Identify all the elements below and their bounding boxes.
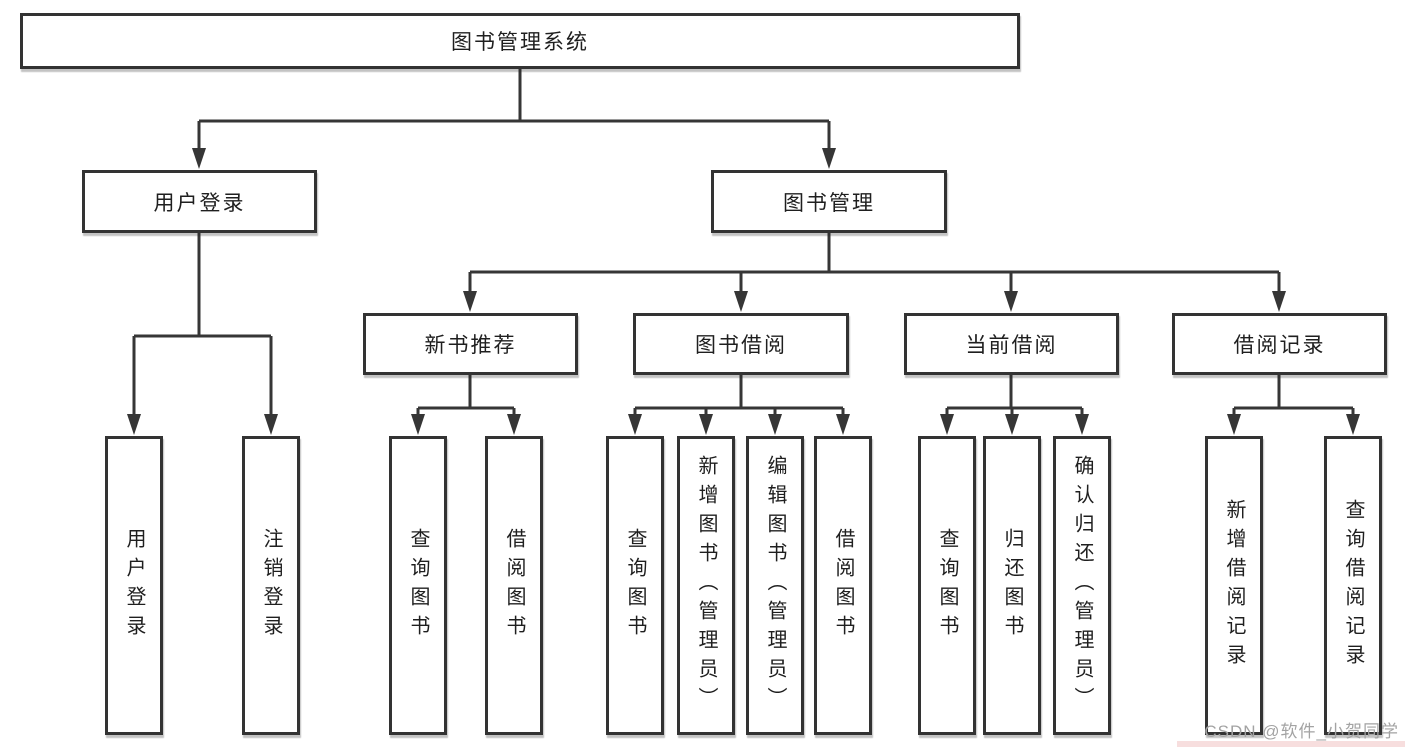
node-new-book-recommendation: 新书推荐 xyxy=(363,313,578,375)
leaf-borrow-books-borrowing: 借阅图书 xyxy=(814,436,872,735)
node-book-management: 图书管理 xyxy=(711,170,947,233)
leaf-label: 用户登录 xyxy=(123,527,145,644)
leaf-label: 借阅图书 xyxy=(503,527,525,644)
arrowhead-icon xyxy=(1227,414,1241,435)
connector-book-borrowing-children xyxy=(633,375,845,416)
node-book-borrowing: 图书借阅 xyxy=(633,313,849,375)
leaf-label: 编辑图书（管理员） xyxy=(764,455,786,716)
arrowhead-icon xyxy=(768,414,782,435)
arrowhead-icon xyxy=(1005,414,1019,435)
leaf-label: 查询图书 xyxy=(407,527,429,644)
arrowhead-icon xyxy=(822,148,836,169)
node-user-login: 用户登录 xyxy=(82,170,317,233)
leaf-label: 确认归还（管理员） xyxy=(1071,455,1093,716)
leaf-add-borrow-record: 新增借阅记录 xyxy=(1205,436,1263,735)
leaf-label: 新增借阅记录 xyxy=(1223,498,1245,673)
connector-current-borrowing-children xyxy=(945,375,1084,416)
connector-user-login-children xyxy=(132,233,273,416)
arrowhead-icon xyxy=(1346,414,1360,435)
csdn-watermark: CSDN @软件_小贺同学 xyxy=(1204,722,1399,741)
arrowhead-icon xyxy=(1004,291,1018,312)
arrowhead-icon xyxy=(192,148,206,169)
leaf-edit-book-admin: 编辑图书（管理员） xyxy=(746,436,804,735)
leaf-query-borrow-record: 查询借阅记录 xyxy=(1324,436,1382,735)
node-current-borrowing: 当前借阅 xyxy=(904,313,1119,375)
arrowhead-icon xyxy=(628,414,642,435)
watermark-strip xyxy=(1177,741,1405,747)
arrowhead-icon xyxy=(836,414,850,435)
leaf-add-book-admin: 新增图书（管理员） xyxy=(677,436,735,735)
arrowhead-icon xyxy=(463,291,477,312)
leaf-label: 借阅图书 xyxy=(832,527,854,644)
arrowhead-icon xyxy=(127,414,141,435)
leaf-return-books: 归还图书 xyxy=(983,436,1041,735)
arrowhead-icon xyxy=(1272,291,1286,312)
leaf-query-books-borrowing: 查询图书 xyxy=(606,436,664,735)
node-library-management-system: 图书管理系统 xyxy=(20,13,1020,69)
leaf-label: 查询图书 xyxy=(936,527,958,644)
connector-book-management-children xyxy=(468,233,1281,293)
leaf-label: 归还图书 xyxy=(1001,527,1023,644)
leaf-label: 注销登录 xyxy=(260,527,282,644)
leaf-logout: 注销登录 xyxy=(242,436,300,735)
leaf-label: 查询图书 xyxy=(624,527,646,644)
connector-root-to-level2 xyxy=(197,69,831,150)
connector-new-book-children xyxy=(416,375,516,416)
leaf-confirm-return-admin: 确认归还（管理员） xyxy=(1053,436,1111,735)
leaf-borrow-books-recommend: 借阅图书 xyxy=(485,436,543,735)
leaf-label: 查询借阅记录 xyxy=(1342,498,1364,673)
arrowhead-icon xyxy=(1075,414,1089,435)
arrowhead-icon xyxy=(699,414,713,435)
arrowhead-icon xyxy=(411,414,425,435)
leaf-query-books-current: 查询图书 xyxy=(918,436,976,735)
leaf-label: 新增图书（管理员） xyxy=(695,455,717,716)
arrowhead-icon xyxy=(940,414,954,435)
leaf-query-books-recommend: 查询图书 xyxy=(389,436,447,735)
leaf-user-login: 用户登录 xyxy=(105,436,163,735)
connector-borrowing-records-children xyxy=(1232,375,1355,416)
arrowhead-icon xyxy=(734,291,748,312)
arrowhead-icon xyxy=(507,414,521,435)
node-borrowing-records: 借阅记录 xyxy=(1172,313,1387,375)
arrowhead-icon xyxy=(264,414,278,435)
